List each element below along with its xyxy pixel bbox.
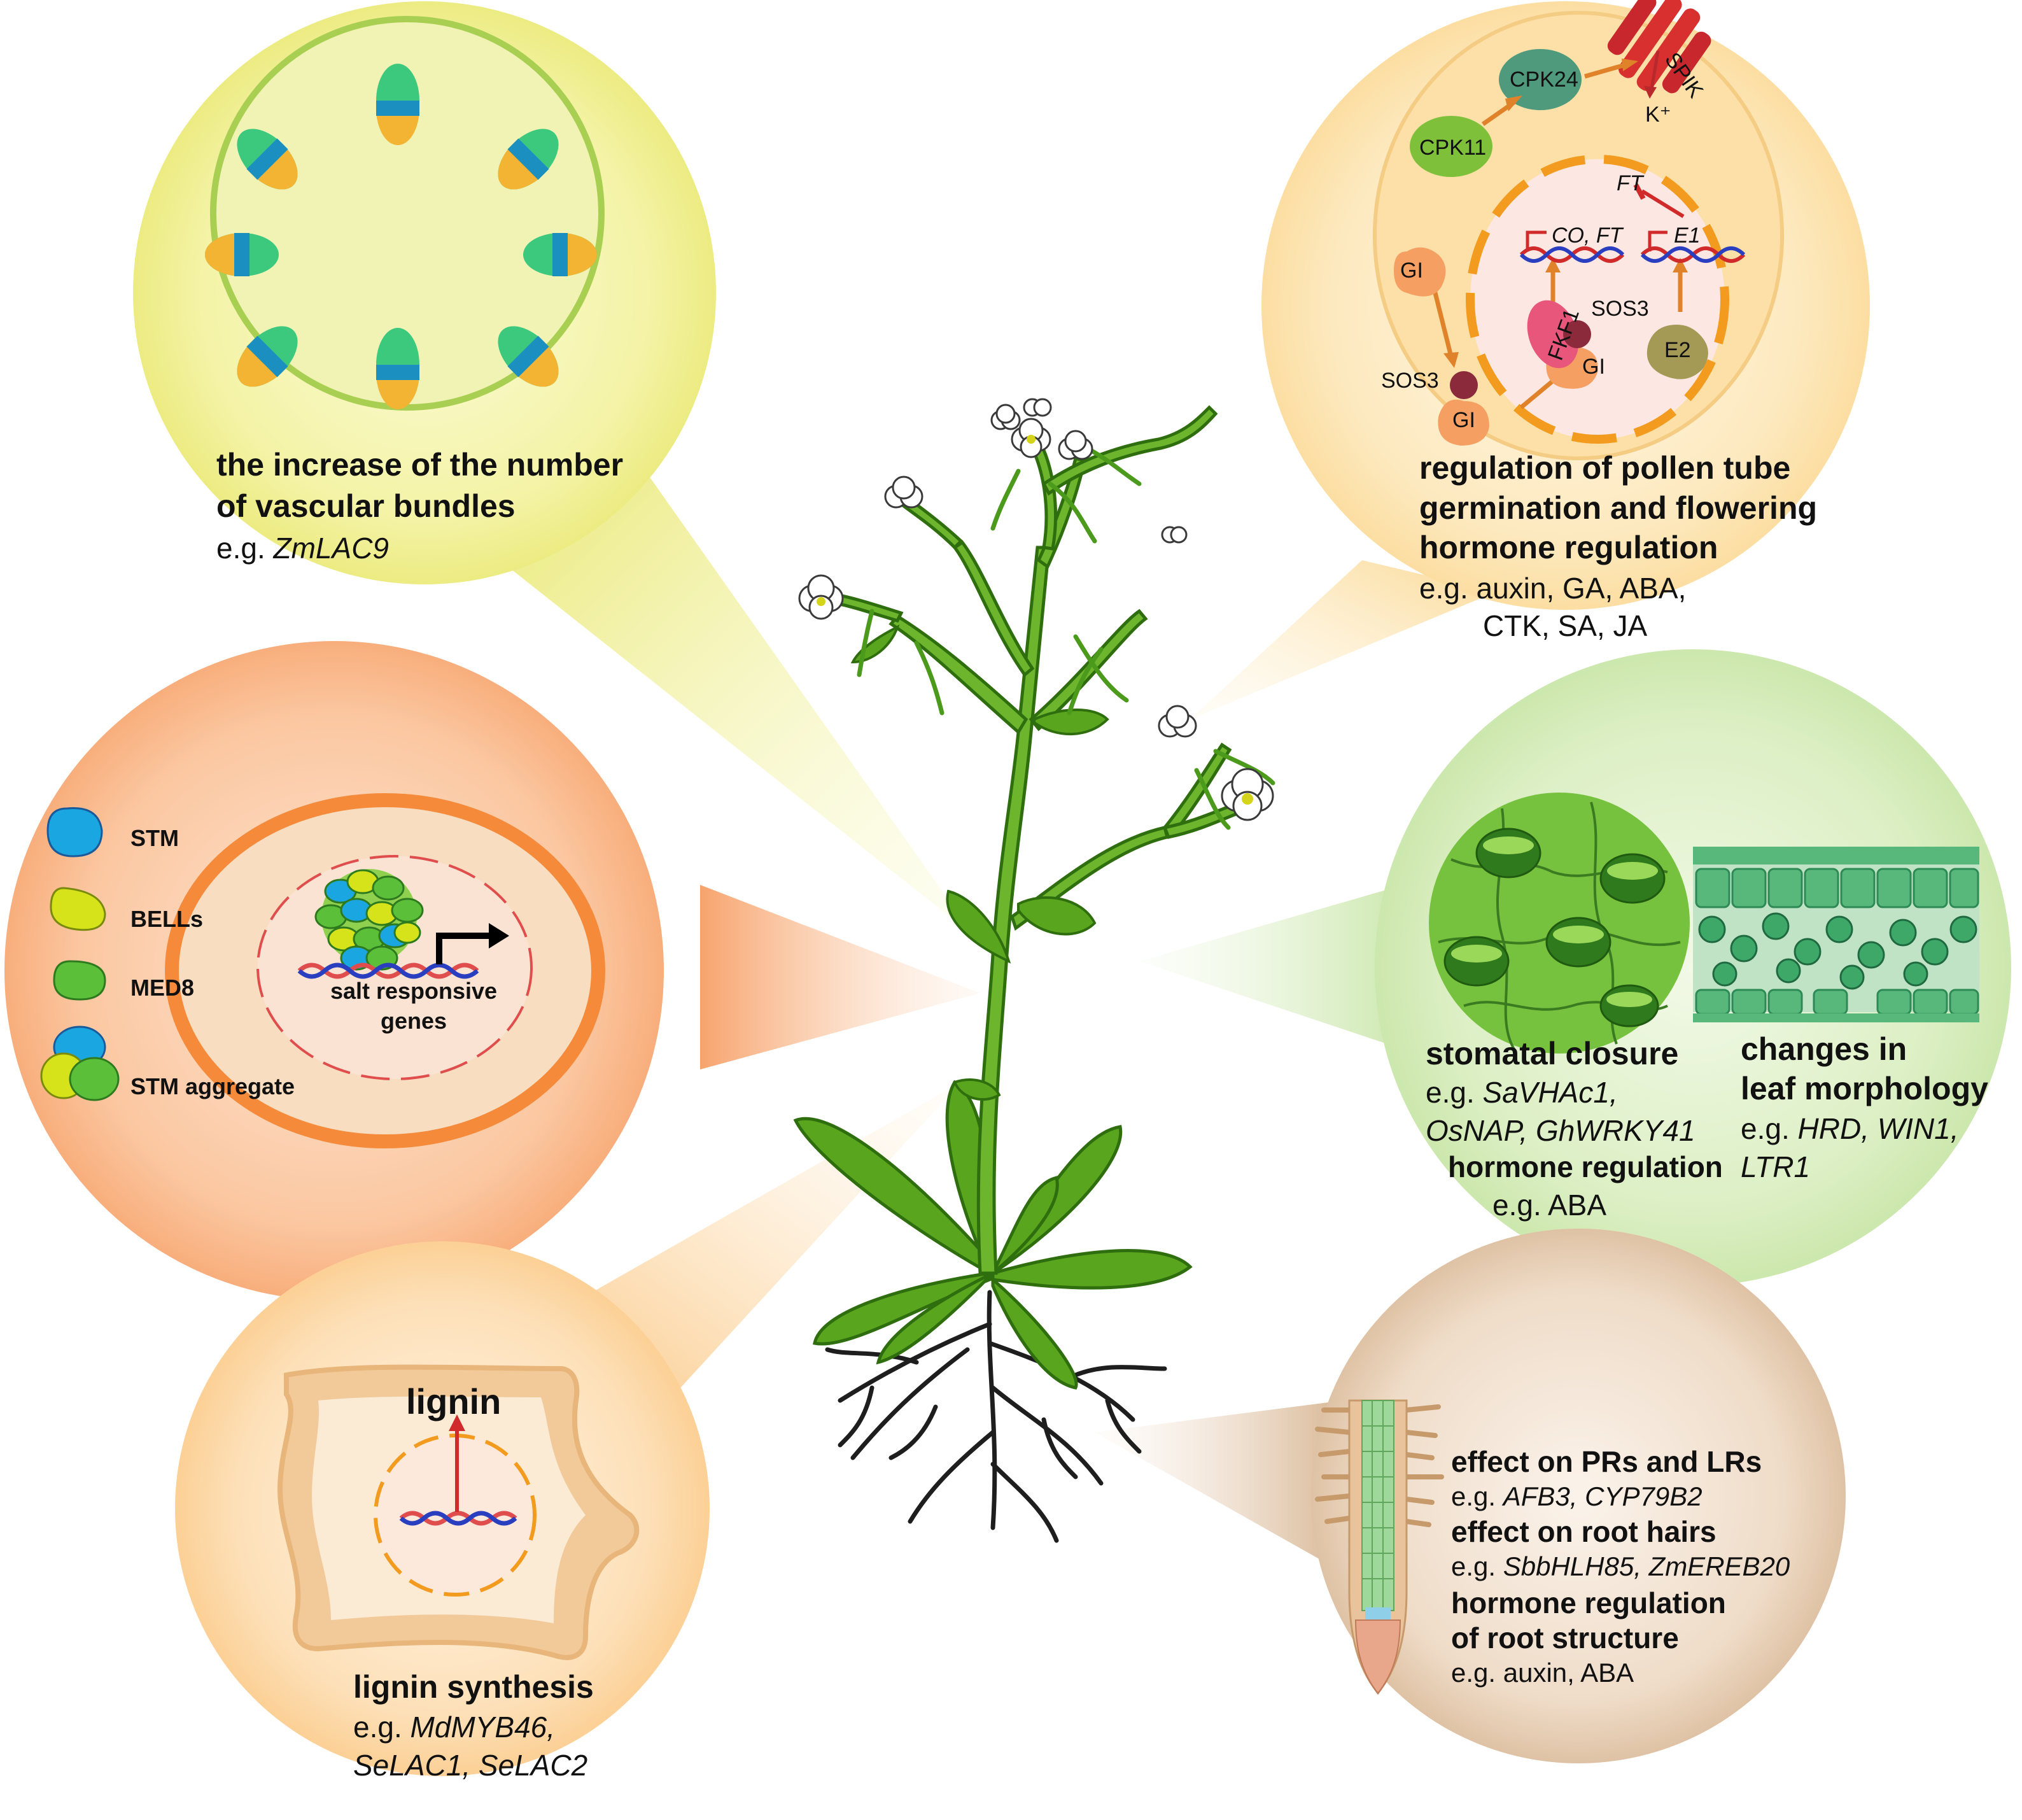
root-eg1-prefix: e.g.	[1451, 1481, 1496, 1511]
sos3-inner-label: SOS3	[1591, 297, 1649, 321]
leaf-cross-section-icon	[1693, 847, 1979, 1022]
k-ion-label: K⁺	[1645, 102, 1671, 127]
salt-genes-line1: salt responsive	[330, 978, 498, 1004]
root-hairs-title: effect on root hairs	[1451, 1515, 1717, 1548]
root-eg2-genes: SbbHLH85, ZmEREB20	[1503, 1551, 1790, 1581]
lignin-synthesis-title: lignin synthesis	[353, 1669, 594, 1705]
salt-callout-pointer	[700, 885, 980, 1069]
root-panel	[1311, 1229, 1846, 1763]
root-hormone-title-line2: of root structure	[1451, 1621, 1679, 1654]
leaf-morphology-example-line1: e.g. HRD, WIN1,	[1741, 1111, 1959, 1146]
stomatal-example-line1: e.g. SaVHAc1,	[1426, 1075, 1618, 1110]
lignin-example-line1: e.g. MdMYB46,	[353, 1709, 555, 1745]
lignin-label: lignin	[406, 1381, 502, 1421]
sos3-inner-icon	[1563, 320, 1591, 348]
ft-top-label: FT	[1617, 171, 1643, 195]
vascular-title-line2: of vascular bundles	[216, 488, 516, 524]
salt-genes-line2: genes	[380, 1008, 447, 1034]
transcription-start-arrow	[436, 933, 490, 964]
pollen-title-line1: regulation of pollen tube	[1419, 450, 1791, 486]
leaf-morphology-example-line2: LTR1	[1741, 1150, 1811, 1183]
vascular-bundle-ring	[205, 64, 597, 409]
pollen-title-line3: hormone regulation	[1419, 530, 1718, 565]
leaf-morphology-title-line2: leaf morphology	[1741, 1071, 1988, 1106]
fkf1-protein-icon	[1527, 300, 1579, 369]
vascular-bundles-panel	[133, 1, 716, 584]
cpk11-label: CPK11	[1419, 136, 1487, 160]
stomatal-closure-title: stomatal closure	[1426, 1036, 1679, 1071]
leaf-hormone-example: e.g. ABA	[1492, 1189, 1607, 1222]
gi-left-label: GI	[1400, 258, 1423, 283]
root-tip-icon	[1315, 1399, 1444, 1695]
arabidopsis-plant-illustration	[793, 398, 1275, 1543]
leaf-hormone-title: hormone regulation	[1448, 1150, 1723, 1183]
gi-protein-left-icon	[1394, 247, 1446, 297]
legend-stm-aggregate-label: STM aggregate	[130, 1073, 295, 1099]
stomatal-eg-prefix: e.g.	[1426, 1076, 1475, 1109]
root-hormone-title-line1: hormone regulation	[1451, 1586, 1726, 1619]
vascular-gene: ZmLAC9	[273, 532, 389, 565]
gi-inner-label: GI	[1582, 355, 1605, 379]
cpk24-label: CPK24	[1510, 67, 1578, 92]
legend-med8-label: MED8	[130, 975, 195, 1001]
root-hormone-example: e.g. auxin, ABA	[1451, 1658, 1634, 1688]
pollen-example-line1: e.g. auxin, GA, ABA,	[1419, 572, 1687, 605]
leaf-callout-pointer	[1139, 878, 1426, 1057]
pollen-callout-pointer	[1190, 560, 1496, 719]
morphology-genes-1: HRD, WIN1,	[1797, 1112, 1959, 1145]
cpk24-protein-icon	[1499, 49, 1582, 110]
stomatal-gene-1: SaVHAc1,	[1482, 1076, 1618, 1109]
lignin-panel	[175, 1241, 710, 1776]
stm-aggregate-cluster	[314, 869, 424, 971]
vascular-callout-pointer	[484, 458, 974, 936]
root-hairs-example: e.g. SbbHLH85, ZmEREB20	[1451, 1550, 1790, 1583]
root-effect-prs-lrs-example: e.g. AFB3, CYP79B2	[1451, 1480, 1703, 1513]
cpk11-protein-icon	[1410, 116, 1492, 177]
sos3-outer-label: SOS3	[1381, 369, 1439, 393]
lignin-eg-prefix: e.g.	[353, 1711, 402, 1744]
pollen-flowering-panel	[1261, 0, 1870, 610]
root-callout-pointer	[1095, 1400, 1343, 1572]
co-ft-label: CO, FT	[1552, 223, 1623, 248]
root-eg2-prefix: e.g.	[1451, 1551, 1496, 1581]
stomatal-example-line2: OsNAP, GhWRKY41	[1426, 1114, 1696, 1147]
spik-channel-icon	[1607, 0, 1711, 94]
leaf-morphology-title-line1: changes in	[1741, 1031, 1907, 1067]
gi-protein-bottom-icon	[1438, 399, 1489, 446]
salt-legend-icons	[40, 807, 120, 1101]
leaf-stomata-panel	[1375, 649, 2011, 1286]
pollen-example-line2: CTK, SA, JA	[1483, 609, 1648, 642]
root-eg1-genes: AFB3, CYP79B2	[1503, 1481, 1703, 1511]
lignin-example-line2: SeLAC1, SeLAC2	[353, 1749, 588, 1782]
morphology-eg-prefix: e.g.	[1741, 1112, 1790, 1145]
sos3-outer-icon	[1450, 371, 1478, 399]
root-effect-prs-lrs-title: effect on PRs and LRs	[1451, 1445, 1762, 1478]
legend-stm-label: STM	[130, 825, 179, 851]
vascular-example: e.g. ZmLAC9	[216, 530, 389, 566]
vascular-title-line1: the increase of the number	[216, 447, 624, 483]
gi-bottom-label: GI	[1452, 408, 1475, 432]
legend-bells-label: BELLs	[130, 906, 204, 932]
e2-protein-icon	[1646, 325, 1708, 379]
vascular-eg-prefix: e.g.	[216, 532, 265, 565]
salt-response-panel	[4, 641, 664, 1301]
lignin-gene-1: MdMYB46,	[410, 1711, 556, 1744]
pollen-title-line2: germination and flowering	[1419, 490, 1818, 526]
e2-label: E2	[1664, 338, 1691, 362]
e1-label: E1	[1674, 223, 1701, 248]
